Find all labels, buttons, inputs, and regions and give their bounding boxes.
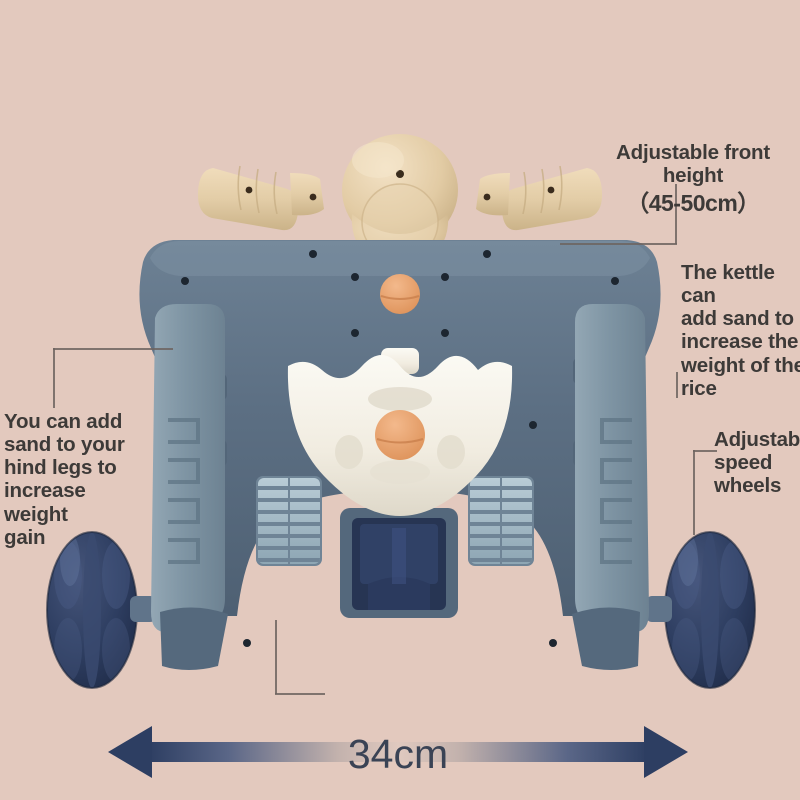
dimension-label: 34cm: [347, 731, 449, 777]
dimension-arrow: 34cm: [108, 726, 688, 778]
leader-front-height-vertical: [675, 184, 677, 244]
leader-wheels-horizontal: [693, 450, 717, 452]
leg-left: [151, 304, 225, 633]
foot-left: [160, 607, 228, 670]
dimension-arrow-head-left: [108, 726, 152, 778]
annotation-hind-legs: You can add sand to your hind legs to in…: [4, 410, 125, 549]
control-panel: [287, 348, 513, 516]
foot-right: [572, 607, 640, 670]
panel-orange-button: [375, 410, 425, 460]
leader-compartment-horizontal: [275, 693, 325, 695]
annotation-front-height-title: Adjustable front height: [616, 141, 770, 188]
dimension-arrow-bar: [148, 742, 648, 762]
kettle-cap: [380, 274, 420, 314]
leader-compartment-vertical: [275, 620, 277, 694]
speaker-grille-right: [468, 476, 534, 566]
annotation-front-height: Adjustable front height （45-50cm）: [586, 118, 800, 240]
annotation-kettle: The kettle can add sand to increase the …: [681, 261, 800, 400]
leader-hind-horizontal: [53, 348, 173, 350]
annotation-speed-wheels: Adjustable speed wheels: [714, 428, 800, 498]
axle-right: [646, 596, 672, 622]
wheel-right: [664, 531, 756, 689]
annotation-front-height-range: （45-50cm）: [626, 190, 760, 217]
axle-left: [130, 596, 156, 622]
sand-compartment: [340, 508, 458, 618]
leader-kettle-vertical: [676, 372, 678, 398]
wheel-left: [46, 531, 138, 689]
speaker-grille-left: [256, 476, 322, 566]
dimension-arrow-head-right: [644, 726, 688, 778]
leader-wheels-vertical: [693, 450, 695, 535]
leader-hind-vertical: [53, 348, 55, 408]
leg-right: [575, 304, 649, 633]
leader-front-height-horizontal: [560, 243, 677, 245]
